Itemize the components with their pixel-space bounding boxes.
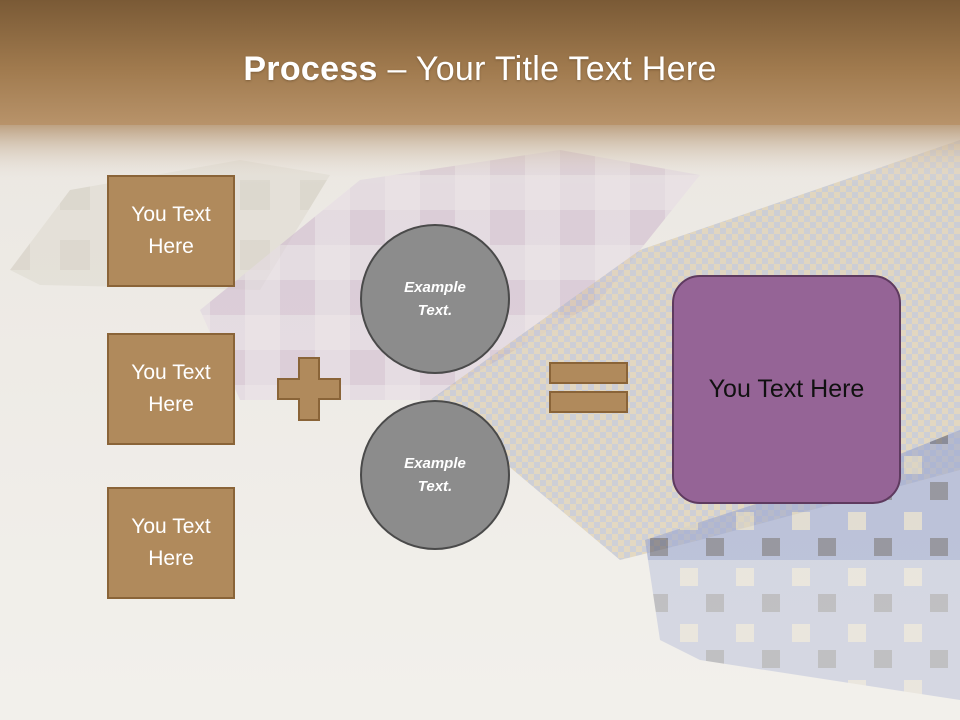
result-label: You Text Here [708, 375, 865, 403]
example-circle-2[interactable]: Example Text. [360, 400, 510, 550]
text-box-1[interactable]: You Text Here [107, 175, 235, 287]
text-box-3[interactable]: You Text Here [107, 487, 235, 599]
title-bold: Process [243, 50, 378, 88]
text-box-label: You Text Here [131, 361, 211, 416]
circle-label: Example Text. [404, 279, 466, 319]
title-rest: – Your Title Text Here [377, 50, 717, 88]
text-box-label: You Text Here [131, 203, 211, 258]
example-circle-1[interactable]: Example Text. [360, 224, 510, 374]
circle-label: Example Text. [404, 455, 466, 495]
equals-icon [549, 362, 628, 413]
plus-icon [277, 357, 341, 421]
text-box-label: You Text Here [131, 515, 211, 570]
result-box[interactable]: You Text Here [672, 275, 901, 504]
slide-title: Process – Your Title Text Here [0, 50, 960, 89]
text-box-2[interactable]: You Text Here [107, 333, 235, 445]
